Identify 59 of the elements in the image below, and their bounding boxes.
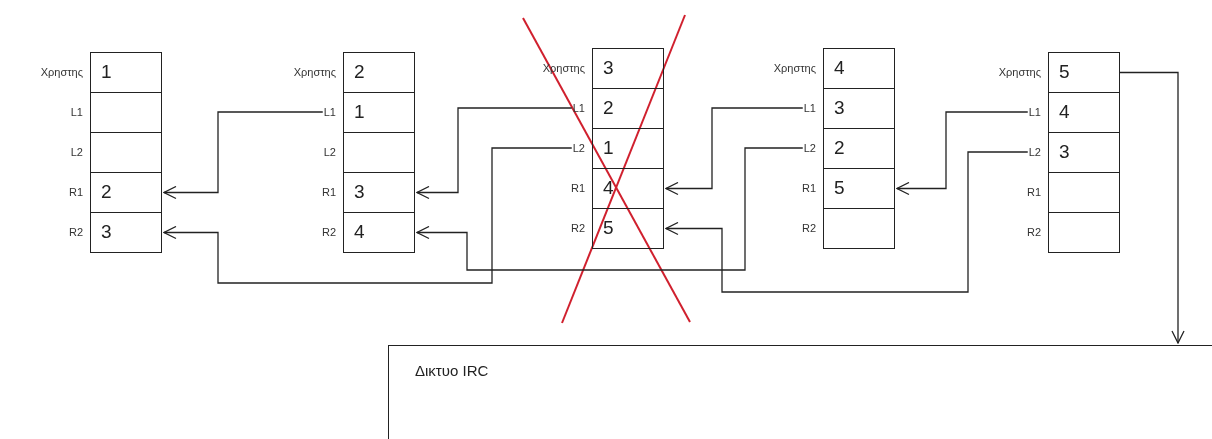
row-label: L2	[572, 141, 585, 155]
row-label: R1	[68, 185, 83, 199]
arrow	[896, 111, 1029, 196]
table-cell: 1	[592, 128, 664, 169]
table-cell: 2	[343, 52, 415, 93]
row-label: R2	[68, 225, 83, 239]
arrow	[665, 151, 1029, 293]
row-label: R2	[801, 221, 816, 235]
arrow	[1119, 71, 1185, 344]
info-panel	[388, 345, 1212, 439]
arrow	[416, 107, 573, 200]
row-label: Χρηστης	[998, 65, 1041, 79]
panel-text: Δικτυο IRC	[415, 362, 489, 379]
row-label: L2	[323, 145, 336, 159]
arrow	[416, 147, 804, 271]
table-cell: 1	[343, 92, 415, 133]
empty-cell	[1048, 172, 1120, 213]
row-label: Χρηστης	[773, 61, 816, 75]
table-cell: 3	[823, 88, 895, 129]
row-label: R1	[1026, 185, 1041, 199]
row-label: L1	[572, 101, 585, 115]
table-cell: 3	[90, 212, 162, 253]
empty-cell	[90, 92, 162, 133]
table-cell: 5	[592, 208, 664, 249]
row-label: R2	[570, 221, 585, 235]
table-cell: 1	[90, 52, 162, 93]
row-label: L1	[1028, 105, 1041, 119]
row-label: L1	[323, 105, 336, 119]
table-cell: 2	[823, 128, 895, 169]
empty-cell	[343, 132, 415, 173]
table-cell: 3	[1048, 132, 1120, 173]
row-label: L2	[70, 145, 83, 159]
table-cell: 3	[343, 172, 415, 213]
row-label: R2	[321, 225, 336, 239]
row-label: R1	[801, 181, 816, 195]
arrow	[665, 107, 804, 196]
arrow	[163, 147, 573, 284]
empty-cell	[90, 132, 162, 173]
table-cell: 5	[1048, 52, 1120, 93]
table-cell: 4	[343, 212, 415, 253]
row-label: Χρηστης	[293, 65, 336, 79]
row-label: R1	[321, 185, 336, 199]
row-label: L1	[803, 101, 816, 115]
table-cell: 2	[592, 88, 664, 129]
empty-cell	[823, 208, 895, 249]
row-label: L2	[803, 141, 816, 155]
empty-cell	[1048, 212, 1120, 253]
arrow	[163, 111, 324, 200]
table-cell: 2	[90, 172, 162, 213]
table-cell: 3	[592, 48, 664, 89]
table-cell: 4	[823, 48, 895, 89]
row-label: L1	[70, 105, 83, 119]
row-label: L2	[1028, 145, 1041, 159]
row-label: R2	[1026, 225, 1041, 239]
row-label: R1	[570, 181, 585, 195]
table-cell: 5	[823, 168, 895, 209]
table-cell: 4	[592, 168, 664, 209]
table-cell: 4	[1048, 92, 1120, 133]
row-label: Χρηστης	[40, 65, 83, 79]
